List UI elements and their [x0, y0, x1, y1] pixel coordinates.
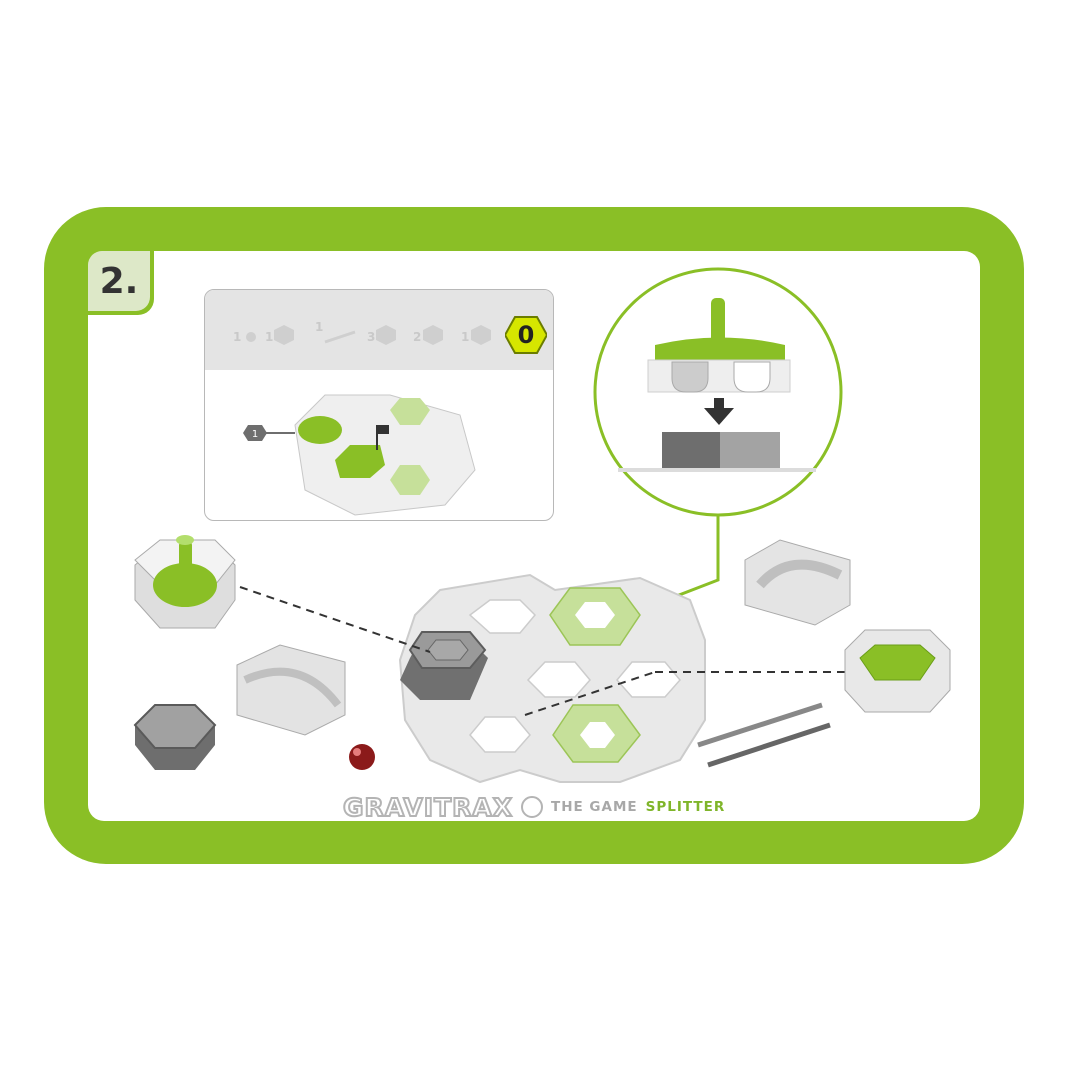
- down-arrow-icon: [704, 398, 734, 425]
- tile-level-icon: [618, 432, 816, 472]
- step-number: 2.: [99, 260, 139, 302]
- ravensburger-icon: [521, 796, 543, 818]
- score-value: 0: [517, 321, 535, 349]
- target-tile-icon: [844, 629, 951, 713]
- tile-level-piece: [400, 631, 488, 700]
- level-preview-panel: 1 1 1 3 2 1 0 1: [204, 289, 554, 521]
- tile-icon: [274, 325, 294, 345]
- inventory-count: 3: [367, 330, 376, 344]
- tile-icon: [471, 325, 491, 345]
- rail-icon: [697, 702, 831, 768]
- finish-flag-icon: [376, 425, 389, 450]
- score-badge: 0: [503, 315, 549, 355]
- rail-icon: [324, 330, 356, 344]
- half-pipe-tile-icon: [744, 539, 851, 626]
- inventory-count: 1: [461, 330, 470, 344]
- hex-base-tile-icon: [133, 704, 217, 770]
- callout-number: 1: [252, 429, 258, 440]
- tile-icon: [376, 325, 396, 345]
- ball-icon: [246, 332, 256, 342]
- inventory-count: 1: [233, 330, 242, 344]
- tile-icon: [423, 325, 443, 345]
- splitter-cross-section-icon: [647, 298, 791, 393]
- brand-subtitle: THE GAME: [551, 799, 638, 815]
- inventory-count: 2: [413, 330, 422, 344]
- marble-icon: [349, 744, 375, 770]
- brand-footer: GRAVITRAX THE GAME SPLITTER: [342, 790, 726, 824]
- inventory-count: 1: [315, 320, 324, 334]
- inventory-bar: 1 1 1 3 2 1 0: [205, 290, 553, 370]
- inventory-count: 1: [265, 330, 274, 344]
- mini-board: 1: [243, 394, 476, 516]
- zoom-detail: [489, 267, 843, 670]
- brand-logo: GRAVITRAX: [342, 792, 513, 823]
- game-board: [239, 573, 860, 784]
- callout-marker: [243, 425, 267, 441]
- curve-tile-icon: [236, 644, 346, 736]
- brand-name: SPLITTER: [645, 799, 726, 815]
- step-badge: 2.: [88, 251, 154, 315]
- splitter-tile-icon: [134, 535, 236, 629]
